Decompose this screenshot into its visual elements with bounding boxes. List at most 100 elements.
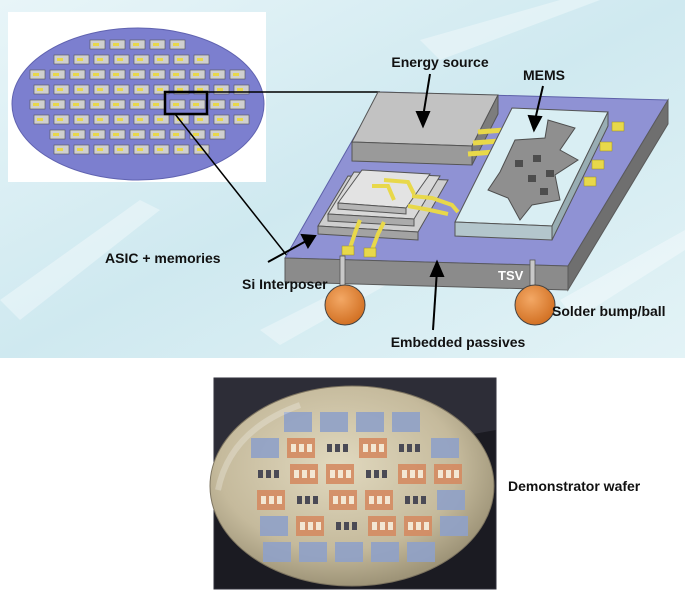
wafer-die-trace (177, 88, 183, 91)
callout-arrows (267, 73, 544, 331)
photo-die-feature (310, 470, 315, 478)
photo-die-feature (341, 496, 346, 504)
photo-die-feature (297, 496, 302, 504)
wafer-die-trace (197, 148, 203, 151)
wafer-die-trace (157, 88, 163, 91)
photo-die-feature (274, 470, 279, 478)
photo-die-feature (300, 522, 305, 530)
wafer-die-trace (173, 43, 179, 46)
wafer-die-trace (217, 88, 223, 91)
wafer-die-trace (57, 58, 63, 61)
wafer-die-trace (157, 58, 163, 61)
photo-die-feature (269, 496, 274, 504)
wafer-die-trace (37, 88, 43, 91)
wafer-die-trace (233, 73, 239, 76)
wafer-die-grid (29, 39, 250, 155)
wafer-glare (215, 402, 302, 491)
wafer-die-trace (153, 43, 159, 46)
energy-source-front (351, 141, 473, 166)
photo-die-blue (437, 490, 465, 510)
wafer-die-trace (117, 148, 123, 151)
wafer-die-trace (173, 73, 179, 76)
wafer-die-trace (177, 58, 183, 61)
photo-die-blue (299, 542, 327, 562)
photo-die-feature (382, 470, 387, 478)
photo-die-feature (333, 496, 338, 504)
label-embedded-passives: Embedded passives (391, 334, 526, 350)
zoom-highlight-box (163, 90, 209, 116)
photo-die-feature (316, 522, 321, 530)
photo-die-feature (385, 496, 390, 504)
mems-structure (487, 119, 579, 221)
label-solder-bump: Solder bump/ball (552, 303, 666, 319)
photo-die-blue (407, 542, 435, 562)
wafer-die-trace (93, 133, 99, 136)
photo-die-feature (446, 470, 451, 478)
photo-die-feature (338, 470, 343, 478)
photo-die-blue (356, 412, 384, 432)
photo-die-blue (440, 516, 468, 536)
wafer-die-trace (53, 103, 59, 106)
photo-die-feature (305, 496, 310, 504)
wafer-die-trace (53, 133, 59, 136)
photo-die-feature (369, 496, 374, 504)
wafer-die-trace (177, 148, 183, 151)
wafer-die-trace (117, 118, 123, 121)
photo-die-blue (392, 412, 420, 432)
photo-die-feature (327, 444, 332, 452)
photo-die-feature (408, 522, 413, 530)
photo-die-feature (299, 444, 304, 452)
wafer-die-trace (73, 103, 79, 106)
photo-die-blue (284, 412, 312, 432)
photo-die-feature (330, 470, 335, 478)
wafer-die-trace (217, 118, 223, 121)
photo-die-feature (418, 470, 423, 478)
photo-die-blue (371, 542, 399, 562)
mems-side (551, 111, 609, 241)
wafer-die-trace (193, 103, 199, 106)
photo-die-feature (399, 444, 404, 452)
wafer-die-trace (153, 133, 159, 136)
photo-die-feature (438, 470, 443, 478)
photo-die-feature (379, 444, 384, 452)
photo-die-feature (261, 496, 266, 504)
wafer-die-trace (133, 43, 139, 46)
wafer-die-trace (197, 118, 203, 121)
wafer-die-trace (133, 73, 139, 76)
photo-die-feature (380, 522, 385, 530)
photo-die-feature (258, 470, 263, 478)
wafer-die-trace (193, 73, 199, 76)
wafer-die-trace (113, 133, 119, 136)
photo-die-grid (251, 412, 468, 562)
wafer-die-trace (97, 58, 103, 61)
wafer-die-trace (73, 133, 79, 136)
wafer-die-trace (157, 118, 163, 121)
photo-die-feature (294, 470, 299, 478)
wafer-die-trace (157, 148, 163, 151)
photo-die-feature (372, 522, 377, 530)
wafer-die-trace (77, 148, 83, 151)
wafer-die-trace (213, 133, 219, 136)
wafer-die-trace (97, 148, 103, 151)
photo-die-feature (313, 496, 318, 504)
wafer-die-trace (93, 73, 99, 76)
zoom-line-bottom (174, 113, 301, 273)
wafer-die-trace (133, 103, 139, 106)
wafer-die-trace (93, 103, 99, 106)
wafer-die-trace (113, 73, 119, 76)
photo-die-feature (371, 444, 376, 452)
photo-die-blue (335, 542, 363, 562)
photo-die-feature (416, 522, 421, 530)
photo-die-feature (405, 496, 410, 504)
photo-die-feature (302, 470, 307, 478)
label-si-interposer: Si Interposer (242, 276, 328, 292)
wafer-die-trace (237, 118, 243, 121)
photo-die-feature (402, 470, 407, 478)
wafer-die-trace (213, 73, 219, 76)
photo-die-feature (407, 444, 412, 452)
photo-die-blue (260, 516, 288, 536)
photo-die-feature (344, 522, 349, 530)
photo-die-feature (363, 444, 368, 452)
photo-die-feature (291, 444, 296, 452)
